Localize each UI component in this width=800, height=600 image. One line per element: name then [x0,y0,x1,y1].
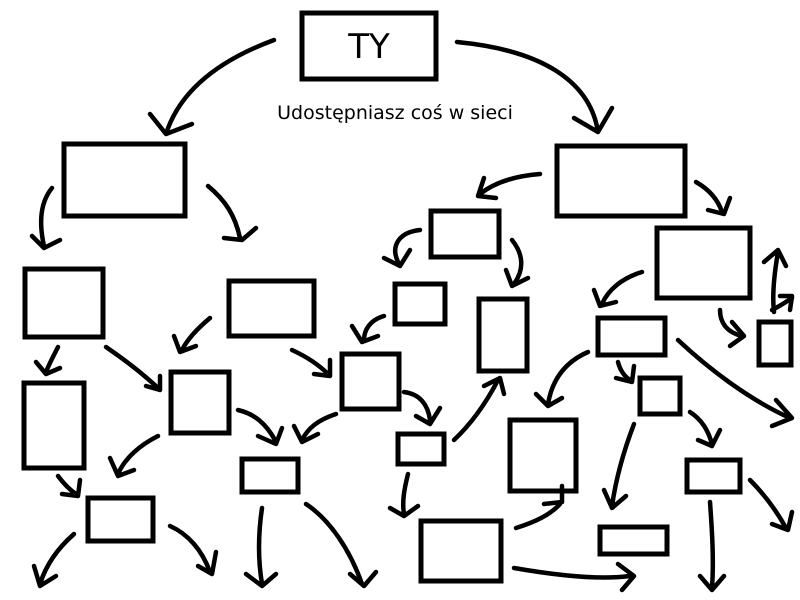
root-node-label: TY [347,27,390,67]
arrow-mid-a-to-b [381,227,423,269]
arrow-root-left [147,37,277,137]
arrow-left-a-to-c [33,344,63,377]
arrow-right-b-to-d [613,359,637,385]
root-node: TY [299,10,439,82]
arrow-right-a-to-b [591,269,645,309]
node-mid-f [507,417,579,494]
arrow-mid-g-to-right-f [511,561,637,593]
node-right-f [597,524,670,557]
node-mid-d [339,351,402,412]
arrow-mid-d-to-e [401,389,443,427]
arrow-r1-to-right-a [693,179,733,217]
arrow-mid-e-out-down [387,471,421,519]
arrow-right-e-out-right [747,477,795,533]
arrow-right-d-to-f [601,421,637,511]
node-right-c [756,319,794,368]
arrow-right-c-side [769,293,795,313]
node-left-c [21,380,87,471]
diagram-caption: Udostępniasz coś w sieci [277,102,513,124]
level1-node-left [61,141,188,219]
arrow-mid-e-to-c [451,375,507,443]
root-node-box [299,10,439,82]
node-left-f [239,456,301,495]
node-mid-b [392,281,448,327]
node-mid-a [428,208,502,260]
arrow-left-b-to-d [171,315,213,355]
arrow-left-e-out-left [31,531,77,589]
arrow-r1-to-mid-a [475,171,543,201]
arrow-left-e-out-right [167,523,219,577]
node-mid-g [418,518,504,584]
arrow-right-d-to-e [687,409,723,449]
arrow-left-d-to-e [107,433,161,479]
node-left-b [226,278,317,339]
node-left-a [22,266,106,340]
arrow-left-c-to-e [55,473,83,499]
node-right-e [684,457,743,495]
arrow-right-a-to-c [717,307,747,349]
arrow-left-a-to-d [103,344,163,393]
arrow-right-b-out-right [675,337,795,429]
arrow-left-f-out-right [303,501,379,589]
arrow-mid-d-to-f [291,411,339,445]
arrow-left-b-to-mid-d [289,347,333,379]
arrow-mid-b-to-d [349,313,387,345]
arrow-mid-g-to-f [513,483,565,531]
arrow-mid-a-to-c [503,237,531,289]
arrow-right-e-out-down [697,499,727,593]
level1-node-right [554,143,688,219]
node-right-d [637,375,683,417]
arrow-root-right [454,39,615,135]
node-left-e [85,495,156,544]
arrow-right-b-to-mid-f [533,349,591,409]
node-left-d [168,369,232,436]
arrow-left-f-out-down [243,505,279,589]
arrow-l1-to-right [205,183,259,243]
node-mid-e [395,431,447,467]
node-right-a [654,225,753,301]
node-mid-c [476,296,530,374]
node-right-b [595,315,668,358]
arrow-l1-to-left-a [29,185,63,251]
arrow-left-d-to-f [235,407,285,447]
arrows [29,37,795,593]
